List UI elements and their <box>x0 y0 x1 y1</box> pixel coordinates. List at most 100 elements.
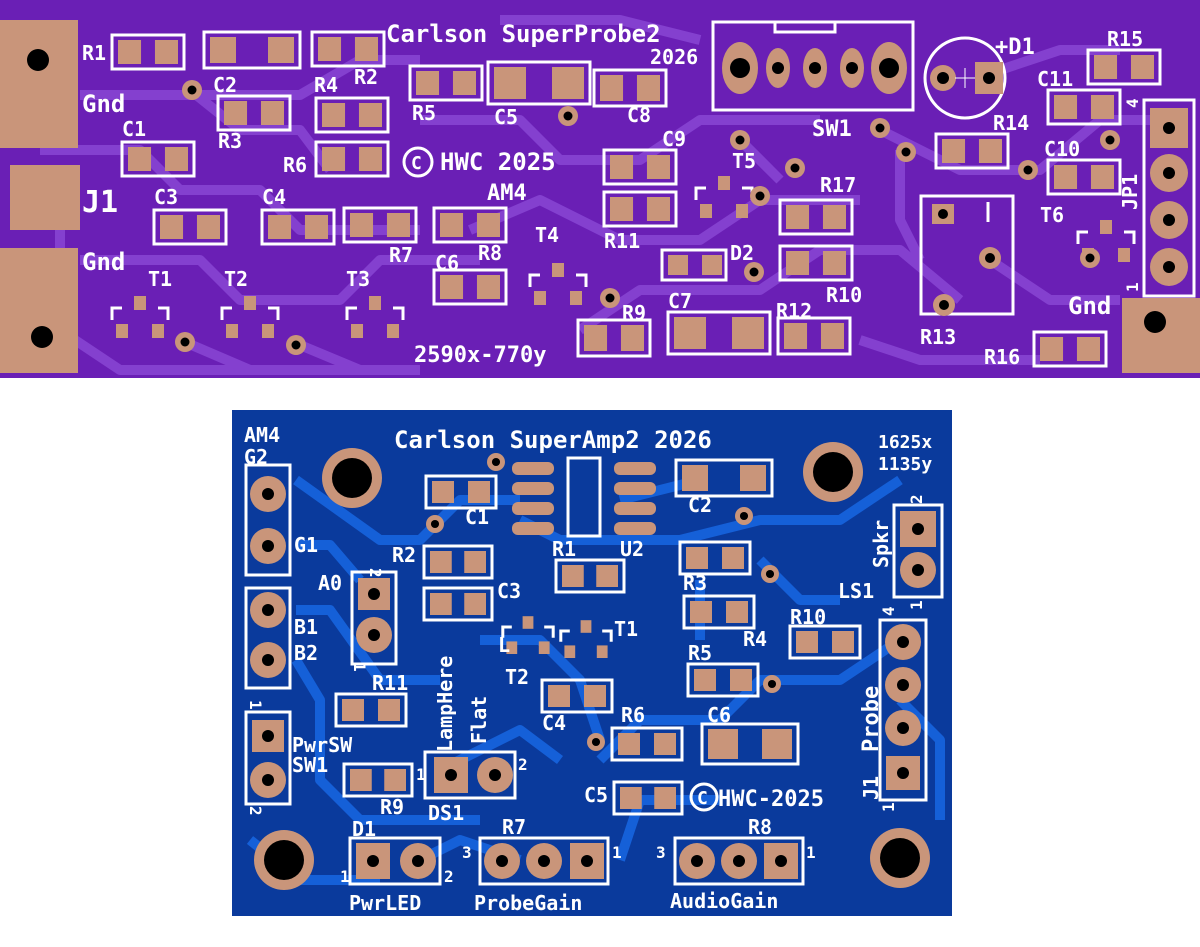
label-t1: T1 <box>614 617 638 641</box>
pin-label: 2 <box>518 755 528 774</box>
label-t5: T5 <box>732 149 756 173</box>
label-a0: A0 <box>318 571 342 595</box>
amp-left-connectors <box>244 463 292 806</box>
ds1-lamp <box>423 750 517 800</box>
label-jp1: JP1 <box>1118 174 1142 210</box>
d1-pwrled <box>348 836 442 886</box>
via <box>487 453 505 471</box>
amp-copyright-mark <box>689 782 719 812</box>
label-ls1: LS1 <box>838 579 874 603</box>
smd-footprint <box>678 540 752 576</box>
label-c6: C6 <box>435 251 459 275</box>
label-r5: R5 <box>688 641 712 665</box>
smd-footprint <box>120 140 196 178</box>
via <box>1080 248 1100 268</box>
via <box>558 106 578 126</box>
smd-footprint <box>342 206 418 244</box>
transistor-footprint <box>345 296 405 338</box>
label-r7: R7 <box>502 815 526 839</box>
smd-footprint <box>1032 330 1108 368</box>
label-t2: T2 <box>505 665 529 689</box>
label-t2: T2 <box>224 267 248 291</box>
label-r14: R14 <box>993 111 1029 135</box>
label-b1: B1 <box>294 615 318 639</box>
label-r4: R4 <box>314 73 338 97</box>
label-am4: AM4 <box>244 423 280 447</box>
smd-footprint <box>778 198 854 236</box>
label-d1: D1 <box>352 817 376 841</box>
label-r12: R12 <box>776 299 812 323</box>
transistor-footprint <box>501 616 555 654</box>
probe-copyright-c: C <box>411 153 422 174</box>
label-t3: T3 <box>346 267 370 291</box>
smd-footprint <box>216 94 292 132</box>
label-gnd-bottom: Gnd <box>82 248 125 276</box>
smd-footprint <box>540 678 614 714</box>
label-u2: U2 <box>620 537 644 561</box>
r8-audiogain-pot <box>673 836 805 886</box>
r7-probegain-pot <box>478 836 610 886</box>
label-j1: J1 <box>859 776 883 800</box>
via <box>735 507 753 525</box>
probe-edge-pads <box>0 20 1200 373</box>
via <box>1100 130 1120 150</box>
via <box>785 158 805 178</box>
pin-label: 1 <box>350 662 369 672</box>
d1-led <box>923 36 1007 120</box>
via <box>763 675 781 693</box>
smd-footprint <box>202 30 302 70</box>
label-r6: R6 <box>621 703 645 727</box>
smd-footprint <box>314 140 390 178</box>
ls1-speaker-connector <box>892 503 944 599</box>
via <box>182 80 202 100</box>
label-sw1: SW1 <box>812 117 852 142</box>
label-r1: R1 <box>552 537 576 561</box>
pin-label: 1 <box>612 843 622 862</box>
amp-mount-holes <box>254 442 930 890</box>
probe-year: 2026 <box>650 45 698 69</box>
r13-trimmer <box>919 194 1015 316</box>
pin-label: 1 <box>879 802 898 812</box>
smd-footprint <box>432 268 508 306</box>
transistor-footprint <box>559 620 613 658</box>
amp-dim-y: 1135y <box>878 454 932 475</box>
a0-connector <box>350 570 398 666</box>
label-r9: R9 <box>380 795 404 819</box>
label-r8: R8 <box>478 241 502 265</box>
mount-hole <box>1144 311 1166 333</box>
label-r15: R15 <box>1107 27 1143 51</box>
amp-copyright-c: C <box>697 788 708 809</box>
label-audiogain: AudioGain <box>670 889 778 913</box>
label-r1: R1 <box>82 41 106 65</box>
d2-diode <box>660 248 728 282</box>
probe-vias <box>175 80 1120 355</box>
label-c9: C9 <box>662 127 686 151</box>
label-c2: C2 <box>213 73 237 97</box>
label-lamphere: LampHere <box>433 656 457 752</box>
pin-label: 2 <box>907 494 926 504</box>
smd-footprint <box>592 68 668 108</box>
label-g1: G1 <box>294 533 318 557</box>
superprobe-board: Carlson SuperProbe2 2026 C HWC 2025 2590… <box>0 0 1200 378</box>
label-r3: R3 <box>218 129 242 153</box>
via <box>761 565 779 583</box>
via <box>286 335 306 355</box>
smd-footprint <box>424 474 498 510</box>
u2-ic <box>512 456 656 538</box>
pin-label: 1 <box>340 867 350 886</box>
smd-footprint <box>602 148 678 186</box>
label-c5: C5 <box>494 105 518 129</box>
pin-label: 1 <box>246 700 265 710</box>
smd-footprint <box>612 780 684 816</box>
smd-footprint <box>776 316 852 356</box>
label-r10: R10 <box>826 283 862 307</box>
smd-footprint <box>1086 48 1162 86</box>
label-flat: Flat <box>467 696 491 744</box>
smd-footprint <box>432 206 508 244</box>
probe-copyright-mark <box>402 146 434 178</box>
transistor-footprint <box>694 176 754 218</box>
label-probe: Probe <box>859 686 884 752</box>
via <box>744 262 764 282</box>
via <box>426 515 444 533</box>
